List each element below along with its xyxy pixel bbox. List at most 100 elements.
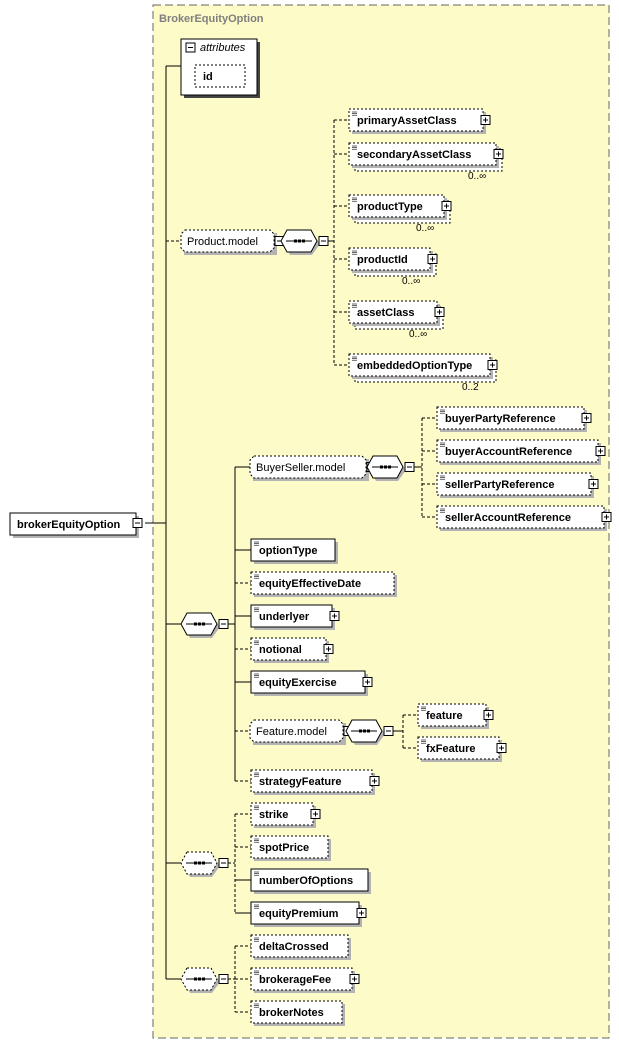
element-spot-price[interactable]: spotPrice [250,835,331,861]
element-label: primaryAssetClass [357,115,457,127]
expand-toggle[interactable] [483,710,494,720]
sequence-icon[interactable] [180,967,220,993]
cardinality-label: 0..∞ [468,171,486,182]
element-label: embeddedOptionType [357,360,472,372]
attribute-id-label: id [203,71,213,83]
element-label: strike [259,809,288,821]
sequence-icon[interactable] [366,455,406,481]
expand-toggle[interactable] [356,908,367,918]
element-label: notional [259,644,302,656]
element-label: buyerAccountReference [445,446,572,458]
attributes-box: attributes id [180,38,260,98]
element-embedded-option-type[interactable]: embeddedOptionType [348,353,497,383]
element-label: brokerNotes [259,1007,324,1019]
element-label: deltaCrossed [259,941,329,953]
expand-toggle[interactable] [427,254,438,264]
element-buyer-party-reference[interactable]: buyerPartyReference [436,406,587,432]
sequence-icon[interactable] [180,851,220,877]
element-strike[interactable]: strike [250,802,316,828]
expand-toggle[interactable] [434,307,445,317]
element-secondary-asset-class[interactable]: secondaryAssetClass [348,142,503,172]
element-strategy-feature[interactable]: strategyFeature [250,769,375,795]
element-label: underlyer [259,611,310,623]
collapse-toggle[interactable] [318,236,329,246]
group-buyer-seller-model[interactable]: BuyerSeller.model [249,455,369,481]
group-label: BuyerSeller.model [256,462,345,474]
attribute-id[interactable] [194,64,246,88]
element-primary-asset-class[interactable]: primaryAssetClass [348,108,486,134]
container-title: BrokerEquityOption [159,13,264,25]
element-seller-account-reference[interactable]: sellerAccountReference [436,505,607,531]
element-label: equityExercise [259,677,337,689]
element-label: sellerPartyReference [445,479,554,491]
sequence-icon[interactable] [180,612,220,638]
expand-toggle[interactable] [595,446,606,456]
cardinality-label: 0..∞ [402,276,420,287]
expand-toggle[interactable] [487,360,498,370]
element-underlyer[interactable]: underlyer [250,604,335,630]
attributes-title: attributes [200,42,246,54]
element-equity-exercise[interactable]: equityExercise [250,670,368,696]
cardinality-label: 0..∞ [409,329,427,340]
expand-toggle[interactable] [581,413,592,423]
expand-toggle[interactable] [310,809,321,819]
expand-toggle[interactable] [496,743,507,753]
expand-toggle[interactable] [493,149,504,159]
element-label: productId [357,254,408,266]
element-brokerage-fee[interactable]: brokerageFee [250,967,355,993]
element-label: equityPremium [259,908,339,920]
element-label: feature [426,710,463,722]
expand-toggle[interactable] [588,479,599,489]
root-element[interactable]: brokerEquityOption [9,512,139,538]
collapse-toggle[interactable] [404,462,415,472]
element-product-type[interactable]: productType [348,194,451,224]
expand-toggle[interactable] [480,115,491,125]
expand-toggle[interactable] [362,677,373,687]
expand-toggle[interactable] [323,644,334,654]
collapse-toggle[interactable] [218,858,229,868]
root-element-label: brokerEquityOption [17,519,121,531]
group-label: Product.model [187,236,258,248]
element-label: spotPrice [259,842,309,854]
element-label: strategyFeature [259,776,342,788]
element-option-type[interactable]: optionType [250,538,338,564]
expand-toggle[interactable] [369,776,380,786]
expand-toggle[interactable] [329,611,340,621]
element-broker-notes[interactable]: brokerNotes [250,1000,345,1026]
expand-toggle[interactable] [349,974,360,984]
collapse-toggle[interactable] [218,974,229,984]
element-notional[interactable]: notional [250,637,329,663]
element-feature[interactable]: feature [417,703,489,729]
cardinality-label: 0..∞ [416,223,434,234]
expand-toggle[interactable] [441,201,452,211]
element-product-id[interactable]: productId [348,247,437,277]
cardinality-label: 0..2 [462,382,479,393]
collapse-toggle[interactable] [218,619,229,629]
schema-nodes: Product.model primaryAssetClass secondaryA… [132,108,612,1026]
group-feature-model[interactable]: Feature.model [249,719,346,745]
group-product-model[interactable]: Product.model [180,229,277,255]
element-label: sellerAccountReference [445,512,571,524]
collapse-toggle[interactable] [383,726,394,736]
element-label: optionType [259,545,317,557]
sequence-icon[interactable] [345,719,385,745]
collapse-toggle[interactable] [132,518,143,528]
expand-toggle[interactable] [601,512,612,522]
element-label: equityEffectiveDate [259,578,361,590]
element-fx-feature[interactable]: fxFeature [417,736,502,762]
element-label: secondaryAssetClass [357,149,471,161]
element-seller-party-reference[interactable]: sellerPartyReference [436,472,594,498]
group-label: Feature.model [256,726,327,738]
element-label: brokerageFee [259,974,331,986]
element-delta-crossed[interactable]: deltaCrossed [250,934,351,960]
element-number-of-options[interactable]: numberOfOptions [250,868,371,894]
element-equity-premium[interactable]: equityPremium [250,901,362,927]
element-label: assetClass [357,307,415,319]
element-label: buyerPartyReference [445,413,556,425]
element-label: fxFeature [426,743,476,755]
sequence-icon[interactable] [280,229,320,255]
element-buyer-account-reference[interactable]: buyerAccountReference [436,439,601,465]
element-equity-effective-date[interactable]: equityEffectiveDate [250,571,397,597]
element-asset-class[interactable]: assetClass [348,300,444,330]
